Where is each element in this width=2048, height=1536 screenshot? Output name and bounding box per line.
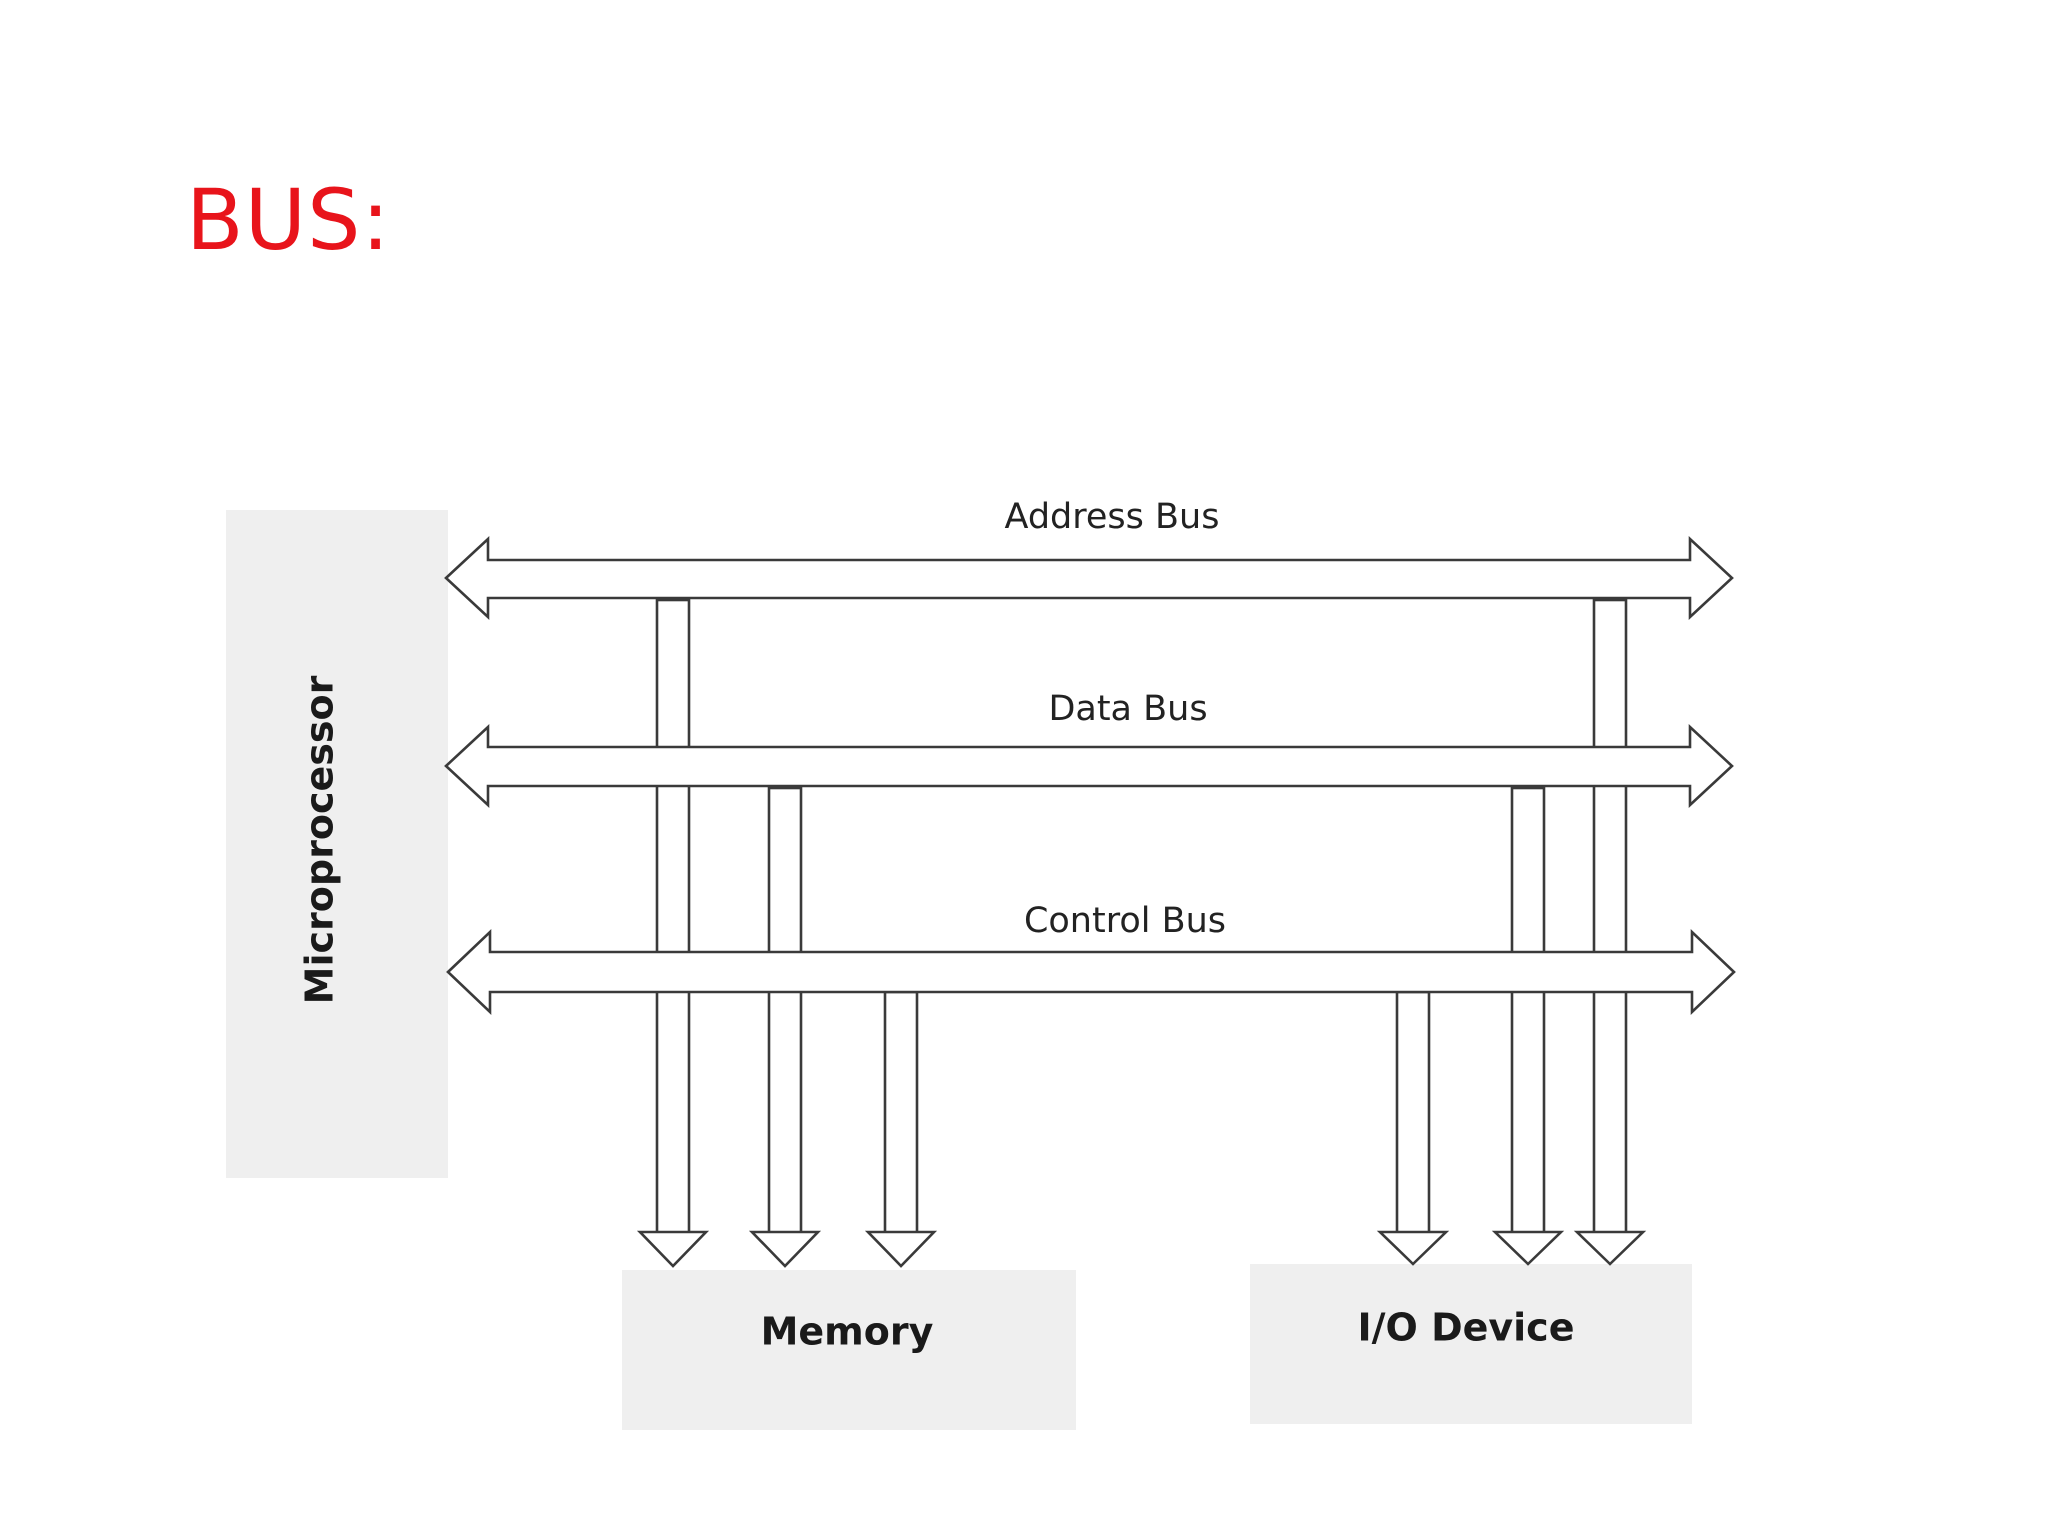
control-to-memory-shaft <box>883 990 919 1236</box>
address-io-arrowhead <box>1573 1230 1647 1266</box>
data-bus-label: Data Bus <box>1048 689 1207 729</box>
address-to-io-shaft <box>1592 598 1628 1236</box>
data-to-memory-shaft <box>767 786 803 1236</box>
data-bus: Data Bus <box>444 689 1734 808</box>
data-bus-arrow <box>444 724 1734 808</box>
control-to-io-shaft <box>1395 990 1431 1236</box>
control-bus: Control Bus <box>446 901 1736 1016</box>
control-bus-label: Control Bus <box>1024 901 1226 941</box>
io-device-box <box>1250 1264 1692 1424</box>
address-to-memory-shaft <box>655 598 691 1236</box>
memory-block: Memory <box>622 1270 1076 1430</box>
memory-box <box>622 1270 1076 1430</box>
data-to-io-shaft <box>1510 786 1546 1236</box>
data-memory-arrowhead <box>748 1230 822 1268</box>
address-memory-arrowhead <box>636 1230 710 1268</box>
io-input-arrowheads <box>1376 1230 1647 1266</box>
memory-input-arrowheads <box>636 1230 938 1268</box>
microprocessor-block: Microprocessor <box>226 510 448 1178</box>
microprocessor-label: Microprocessor <box>298 675 342 1004</box>
control-bus-arrow <box>446 928 1736 1016</box>
address-bus-connectors <box>655 598 1628 1236</box>
slide-title: BUS: <box>186 171 391 269</box>
data-io-arrowhead <box>1491 1230 1565 1266</box>
address-bus-arrow <box>444 536 1734 620</box>
control-io-arrowhead <box>1376 1230 1450 1266</box>
data-bus-connectors <box>767 786 1546 1236</box>
memory-label: Memory <box>761 1310 934 1354</box>
control-memory-arrowhead <box>864 1230 938 1268</box>
io-device-label: I/O Device <box>1358 1306 1575 1350</box>
address-bus: Address Bus <box>444 497 1734 620</box>
address-bus-label: Address Bus <box>1005 497 1220 537</box>
microprocessor-box <box>226 510 448 1178</box>
io-device-block: I/O Device <box>1250 1264 1692 1424</box>
control-bus-connectors <box>883 990 1431 1236</box>
